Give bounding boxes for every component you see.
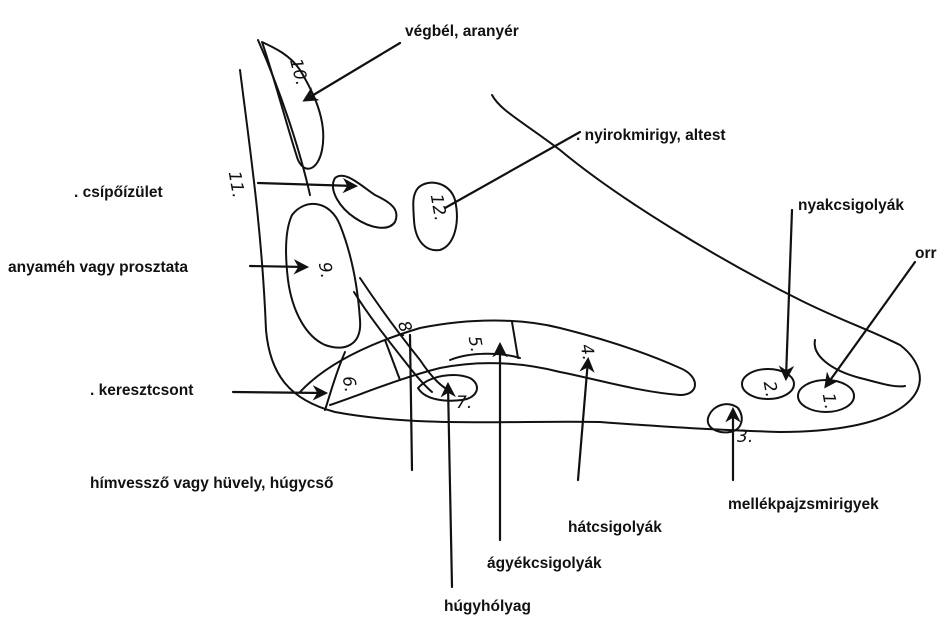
zone-number-7: 7. bbox=[456, 393, 472, 413]
zone-number-5: 5. bbox=[464, 335, 487, 354]
zone-number-10: 10. bbox=[285, 56, 311, 87]
label-mellekpajzs: mellékpajzsmirigyek bbox=[728, 496, 879, 513]
zone-number-12: 12. bbox=[426, 193, 450, 223]
zone-number-6: 6. bbox=[338, 375, 361, 394]
zone-number-2: 2. bbox=[759, 380, 782, 399]
label-csipo: . csípőízület bbox=[74, 184, 163, 201]
label-keresztcsont: . keresztcsont bbox=[90, 382, 193, 399]
label-nyirokmirigy: . nyirokmirigy, altest bbox=[576, 127, 726, 144]
label-orr: orr bbox=[915, 245, 937, 262]
label-hugyholyag: húgyhólyag bbox=[444, 598, 531, 615]
label-anyameh: anyaméh vagy prosztata bbox=[8, 259, 188, 276]
label-hatcsigolyak: hátcsigolyák bbox=[568, 519, 662, 536]
label-nyakcsigolyak: nyakcsigolyák bbox=[798, 197, 904, 214]
label-himvesszo: hímvessző vagy hüvely, húgycső bbox=[90, 475, 334, 492]
zone-number-11: 11. bbox=[224, 170, 248, 200]
zone-number-1: 1. bbox=[818, 392, 841, 411]
zone-number-3: 3. bbox=[737, 427, 753, 447]
label-vegbel: végbél, aranyér bbox=[405, 23, 519, 40]
zone-number-8: 8. bbox=[393, 318, 417, 340]
label-agyek: ágyékcsigolyák bbox=[487, 555, 602, 572]
zone-number-9: 9. bbox=[314, 261, 337, 280]
zone-number-4: 4. bbox=[576, 343, 599, 362]
